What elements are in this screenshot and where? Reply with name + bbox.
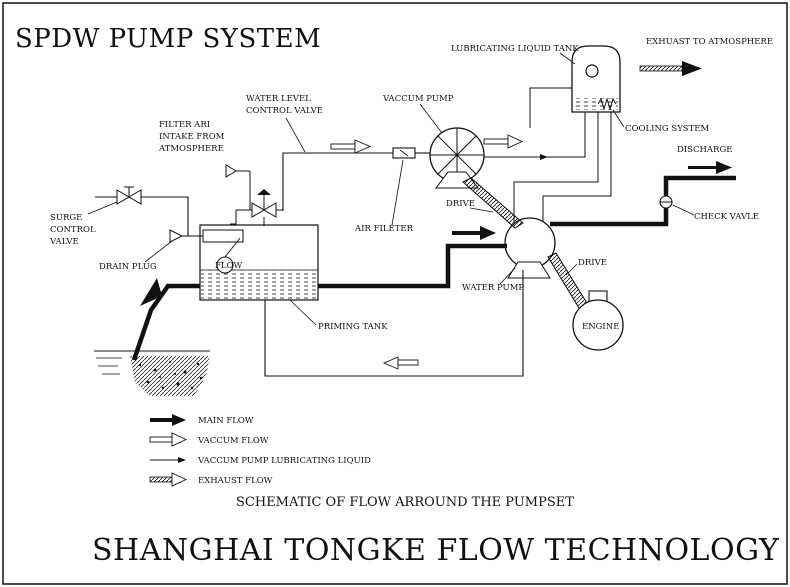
label-discharge: DISCHARGE	[677, 145, 732, 155]
legend-label: VACCUM FLOW	[197, 436, 269, 446]
label-drive-lower: DRIVE	[578, 258, 607, 268]
intake-filter-icon	[225, 164, 251, 210]
label-filter-2: INTAKE FROM	[159, 132, 225, 142]
label-surge-3: VALVE	[49, 237, 79, 247]
legend: MAIN FLOW VACCUM FLOW VACCUM PUMP LUBRIC…	[149, 414, 371, 487]
legend-label: EXHAUST FLOW	[198, 476, 273, 486]
return-line	[264, 270, 524, 377]
discharge-arrow-icon	[688, 161, 732, 174]
label-drive-upper: DRIVE	[446, 199, 475, 209]
vaccum-flow-arrow-icon-2	[330, 139, 372, 154]
vaccum-flow-arrow-icon	[483, 134, 524, 149]
legend-label: VACCUM PUMP LUBRICATING LIQUID	[197, 456, 371, 466]
legend-vaccum-flow-icon	[149, 432, 188, 447]
surge-line	[95, 196, 203, 237]
label-exhaust: EXHUAST TO ATMOSPHERE	[646, 37, 773, 47]
label-engine: ENGINE	[582, 322, 619, 332]
legend-lubricating-liquid-icon	[150, 457, 186, 463]
check-valve-icon	[659, 195, 673, 209]
label-drain-plug: DRAIN PLUG	[99, 262, 157, 272]
label-surge-1: SURGE	[50, 213, 82, 223]
label-lubricating-tank: LUBRICATING LIQUID TANK	[451, 44, 579, 54]
label-vaccum-pump: VACCUM PUMP	[382, 94, 454, 104]
company-name: SHANGHAI TONGKE FLOW TECHNOLOGY CO.,LTD	[92, 533, 790, 568]
exhaust-arrow-icon	[639, 61, 702, 76]
surge-control-valve-icon	[116, 186, 142, 205]
drive-shaft-upper	[462, 177, 524, 229]
water-level-control-valve-icon	[230, 189, 283, 226]
label-flow: FLOW	[215, 261, 243, 271]
lubricating-liquid-tank	[571, 45, 621, 113]
priming-tank	[199, 224, 319, 301]
drain-plug-icon	[169, 229, 200, 243]
label-water-level-2: CONTROL VALVE	[246, 106, 323, 116]
label-filter-3: ATMOSPHERE	[158, 144, 224, 154]
legend-exhaust-flow-icon	[149, 472, 188, 487]
diagram-title: SPDW PUMP SYSTEM	[15, 24, 321, 54]
legend-main-flow-icon	[150, 414, 186, 426]
label-cooling-system: COOLING SYSTEM	[625, 124, 710, 134]
label-surge-2: CONTROL	[50, 225, 96, 235]
legend-label: MAIN FLOW	[198, 416, 254, 426]
water-source-ground	[94, 350, 210, 396]
label-check-valve: CHECK VAVLE	[694, 212, 759, 222]
main-flow-arrow-in	[452, 226, 496, 240]
water-pump	[504, 217, 556, 279]
label-water-pump: WATER PUMP	[462, 283, 524, 293]
vaccum-pump	[429, 127, 485, 189]
air-line	[282, 152, 430, 211]
engine	[572, 290, 624, 351]
label-filter-1: FILTER ARI	[159, 120, 210, 130]
return-flow-arrow-icon	[382, 356, 419, 370]
diagram-caption: SCHEMATIC OF FLOW ARROUND THE PUMPSET	[236, 495, 574, 510]
label-priming-tank: PRIMING TANK	[318, 322, 388, 332]
air-filter	[392, 147, 416, 159]
label-water-level-1: WATER LEVEL	[246, 94, 311, 104]
label-air-filter: AIR FILETER	[354, 224, 414, 234]
lubricating-liquid-lines	[480, 87, 612, 224]
